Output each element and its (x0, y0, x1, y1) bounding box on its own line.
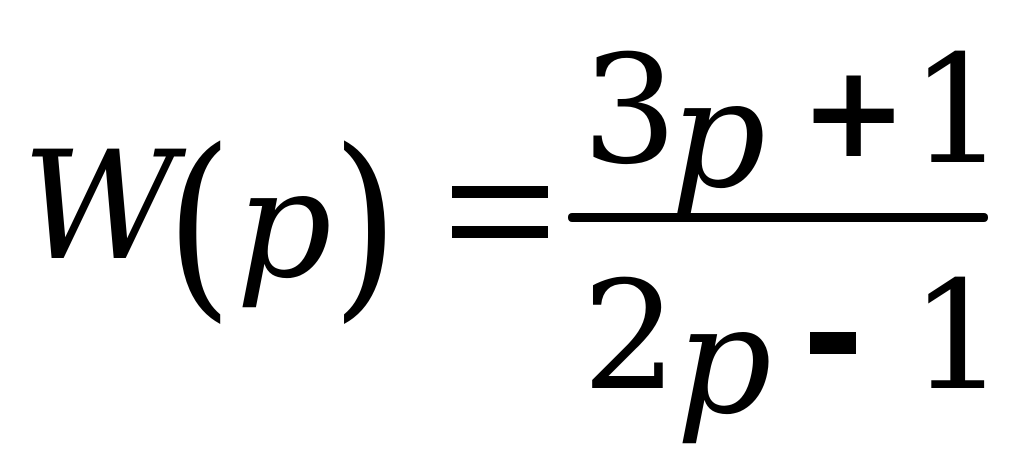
equals-sign-bottom-bar (452, 226, 548, 238)
function-argument: p (236, 138, 333, 312)
numerator-variable: p (670, 48, 767, 222)
close-paren: ) (332, 107, 399, 342)
denominator-operator-minus (810, 332, 856, 354)
numerator-operator: + (800, 37, 908, 187)
denominator-variable: p (676, 274, 773, 448)
numerator-constant: 1 (910, 24, 1006, 198)
numerator-coefficient: 3 (582, 24, 678, 198)
denominator-coefficient: 2 (582, 250, 678, 424)
denominator-constant: 1 (910, 250, 1006, 424)
equals-sign-top-bar (452, 186, 548, 198)
fraction-bar (568, 213, 988, 222)
function-name: W (22, 120, 177, 294)
open-paren: ( (166, 107, 233, 342)
